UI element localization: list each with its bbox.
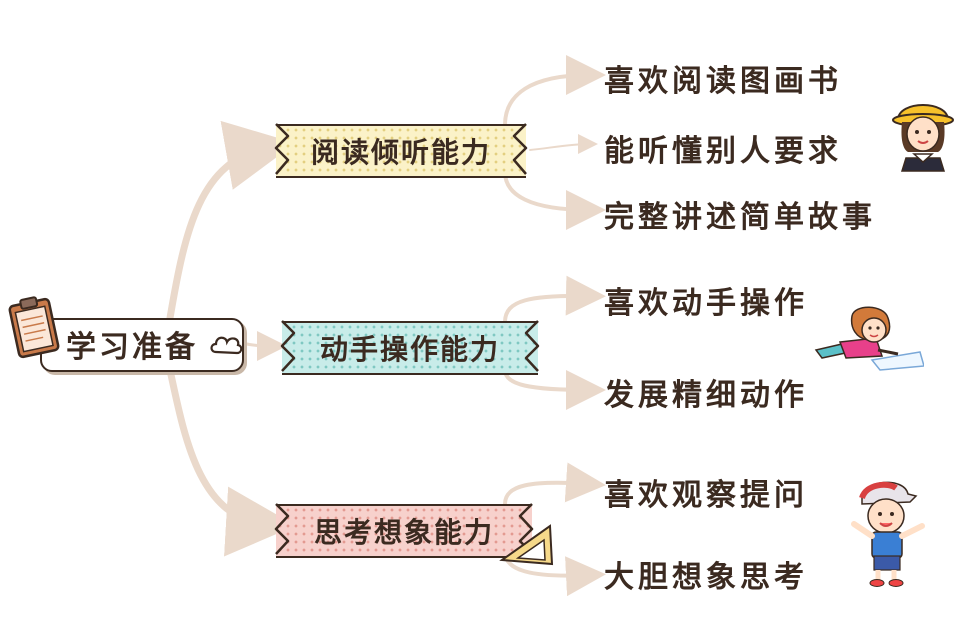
- leaf-hands-1: 喜欢动手操作: [604, 286, 808, 321]
- root-node: [40, 318, 244, 372]
- cloud-icon: [210, 336, 243, 355]
- connector-reading-2: [529, 134, 598, 155]
- leaf-think-2: 大胆想象思考: [604, 560, 808, 595]
- root-label: 学习准备: [66, 330, 198, 365]
- branch-hands-label: 动手操作能力: [319, 333, 500, 366]
- connector-root-hands: [240, 330, 287, 361]
- leaf-reading-3: 完整讲述简单故事: [604, 200, 876, 235]
- branch-think: 思考想象能力: [276, 504, 532, 558]
- set-square-icon: [499, 524, 554, 566]
- leaf-reading-2: 能听懂别人要求: [604, 134, 842, 169]
- branch-reading-label: 阅读倾听能力: [310, 136, 491, 169]
- connector-think-1: [503, 462, 606, 506]
- connector-root-think: [166, 366, 296, 557]
- connector-root-reading: [166, 120, 296, 322]
- branch-hands: 动手操作能力: [282, 321, 538, 375]
- branch-reading: 阅读倾听能力: [276, 124, 526, 178]
- girl-drawing-icon: [814, 306, 924, 371]
- clipboard-icon: [8, 296, 60, 359]
- leaf-reading-1: 喜欢阅读图画书: [604, 64, 842, 99]
- leaf-hands-2: 发展精细动作: [604, 378, 808, 413]
- girl-with-hat-icon: [892, 104, 954, 172]
- connector-reading-1: [503, 55, 606, 127]
- connector-hands-1: [503, 275, 606, 324]
- leaf-think-1: 喜欢观察提问: [604, 478, 808, 513]
- branch-think-label: 思考想象能力: [313, 516, 494, 549]
- connector-reading-3: [503, 170, 606, 230]
- boy-waving-icon: [851, 481, 925, 587]
